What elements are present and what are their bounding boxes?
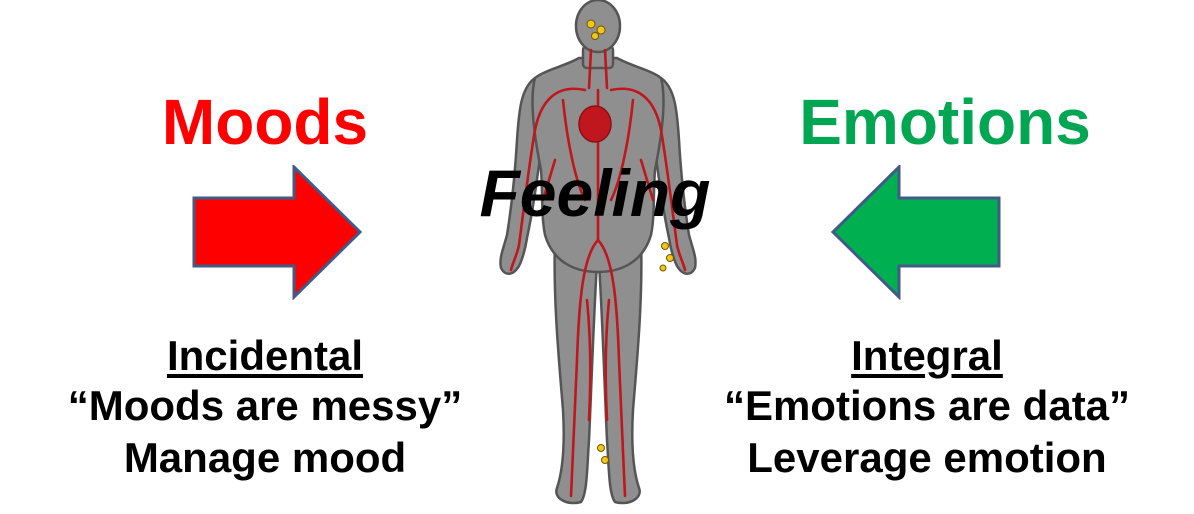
moods-text-block: Incidental “Moods are messy” Manage mood bbox=[0, 332, 530, 484]
moods-action: Manage mood bbox=[0, 432, 530, 484]
incidental-heading: Incidental bbox=[0, 332, 530, 380]
feeling-label: Feeling bbox=[445, 160, 745, 226]
emotions-text-block: Integral “Emotions are data” Leverage em… bbox=[660, 332, 1194, 484]
left-arrow-icon bbox=[828, 165, 1003, 300]
moods-quote: “Moods are messy” bbox=[0, 380, 530, 432]
integral-heading: Integral bbox=[660, 332, 1194, 380]
right-arrow-icon bbox=[190, 165, 365, 300]
moods-title: Moods bbox=[150, 90, 380, 154]
emotions-action: Leverage emotion bbox=[660, 432, 1194, 484]
heart-icon bbox=[579, 106, 611, 142]
emotions-quote: “Emotions are data” bbox=[660, 380, 1194, 432]
emotions-title: Emotions bbox=[795, 90, 1095, 154]
